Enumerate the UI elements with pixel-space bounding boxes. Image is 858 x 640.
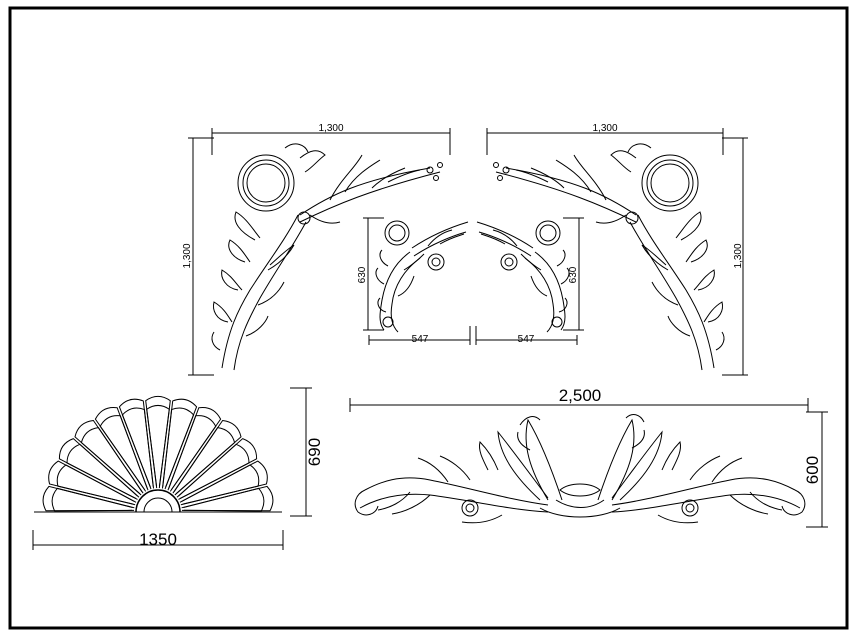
- acanthus-scroll-right: [493, 143, 725, 371]
- fan-petal: [74, 419, 144, 496]
- fan-hub-inner: [143, 497, 173, 513]
- acanthus-scroll-left: [211, 143, 443, 371]
- crest-right-scroll: [611, 441, 806, 524]
- fan-petal: [176, 438, 258, 500]
- corner-ornament-right: [493, 143, 725, 371]
- fan-petal: [181, 485, 274, 512]
- fan-petal: [66, 443, 138, 499]
- dimension-small-left-width: 547: [368, 326, 471, 345]
- dim-label-small-right-height: 630: [568, 266, 579, 283]
- small-ornament-right: [476, 220, 570, 333]
- fan-petal: [178, 443, 250, 499]
- dimension-small-right-height: 630: [563, 217, 584, 331]
- dimension-small-left-height: 630: [357, 217, 384, 331]
- fan-petal: [56, 464, 135, 505]
- dim-label-corner-right-width: 1,300: [592, 123, 617, 134]
- dim-label-corner-left-height: 1,300: [182, 243, 193, 268]
- dim-label-corner-right-height: 1,300: [733, 243, 744, 268]
- fan-petal: [42, 485, 135, 512]
- crest-left-scroll: [354, 441, 549, 524]
- fan-hub: [135, 489, 181, 513]
- fan-petal: [48, 460, 137, 506]
- fan-petal: [168, 415, 217, 491]
- fan-shell-ornament: [34, 395, 282, 513]
- fan-petal: [162, 407, 195, 488]
- fan-petal: [99, 415, 148, 491]
- crest-ornament: [354, 414, 806, 524]
- fan-petal: [167, 406, 222, 492]
- dimension-crest-height: 600: [803, 411, 828, 528]
- fan-petal: [173, 427, 236, 494]
- dimension-crest-width: 2,500: [349, 386, 809, 412]
- dim-label-small-left-height: 630: [357, 266, 368, 283]
- dimension-corner-right-width: 1,300: [486, 123, 724, 155]
- fan-petal: [58, 438, 140, 500]
- dim-label-fan-width: 1350: [139, 530, 177, 549]
- fan-petal: [121, 407, 154, 488]
- dim-label-small-left-width: 547: [412, 334, 429, 345]
- dimension-corner-left-width: 1,300: [211, 123, 451, 155]
- dimension-fan-width: 1350: [32, 530, 284, 550]
- fan-petal: [94, 406, 149, 492]
- fan-petal: [183, 487, 265, 512]
- dim-label-crest-height: 600: [803, 456, 822, 484]
- rosette-small-right: [535, 220, 561, 246]
- fan-petal: [161, 398, 198, 490]
- fan-petal: [118, 398, 155, 490]
- fan-petal: [172, 419, 242, 496]
- fan-petal: [80, 427, 143, 494]
- crest-center-leaves: [497, 414, 663, 518]
- scroll-small-left: [375, 221, 469, 333]
- rosette-medallion-left: [237, 154, 295, 212]
- dim-label-corner-left-width: 1,300: [318, 123, 343, 134]
- rosette-medallion-right: [641, 154, 699, 212]
- small-ornament-left: [375, 220, 469, 333]
- dim-label-crest-width: 2,500: [559, 386, 602, 405]
- fan-petal: [146, 404, 170, 487]
- dimension-small-right-width: 547: [475, 326, 578, 345]
- drawing-border: [8, 6, 849, 630]
- dimension-corner-left-height: 1,300: [182, 137, 214, 376]
- rosette-small-left: [384, 220, 410, 246]
- fan-petal: [51, 487, 133, 512]
- dimension-fan-height: 690: [290, 387, 324, 517]
- dim-label-small-right-width: 547: [518, 334, 535, 345]
- fan-petal: [181, 464, 260, 505]
- fan-petal: [145, 395, 171, 489]
- fan-petal: [179, 460, 268, 506]
- dim-label-fan-height: 690: [305, 438, 324, 466]
- scroll-small-right: [476, 221, 570, 333]
- dimension-corner-right-height: 1,300: [722, 137, 748, 376]
- corner-ornament-left: [211, 143, 443, 371]
